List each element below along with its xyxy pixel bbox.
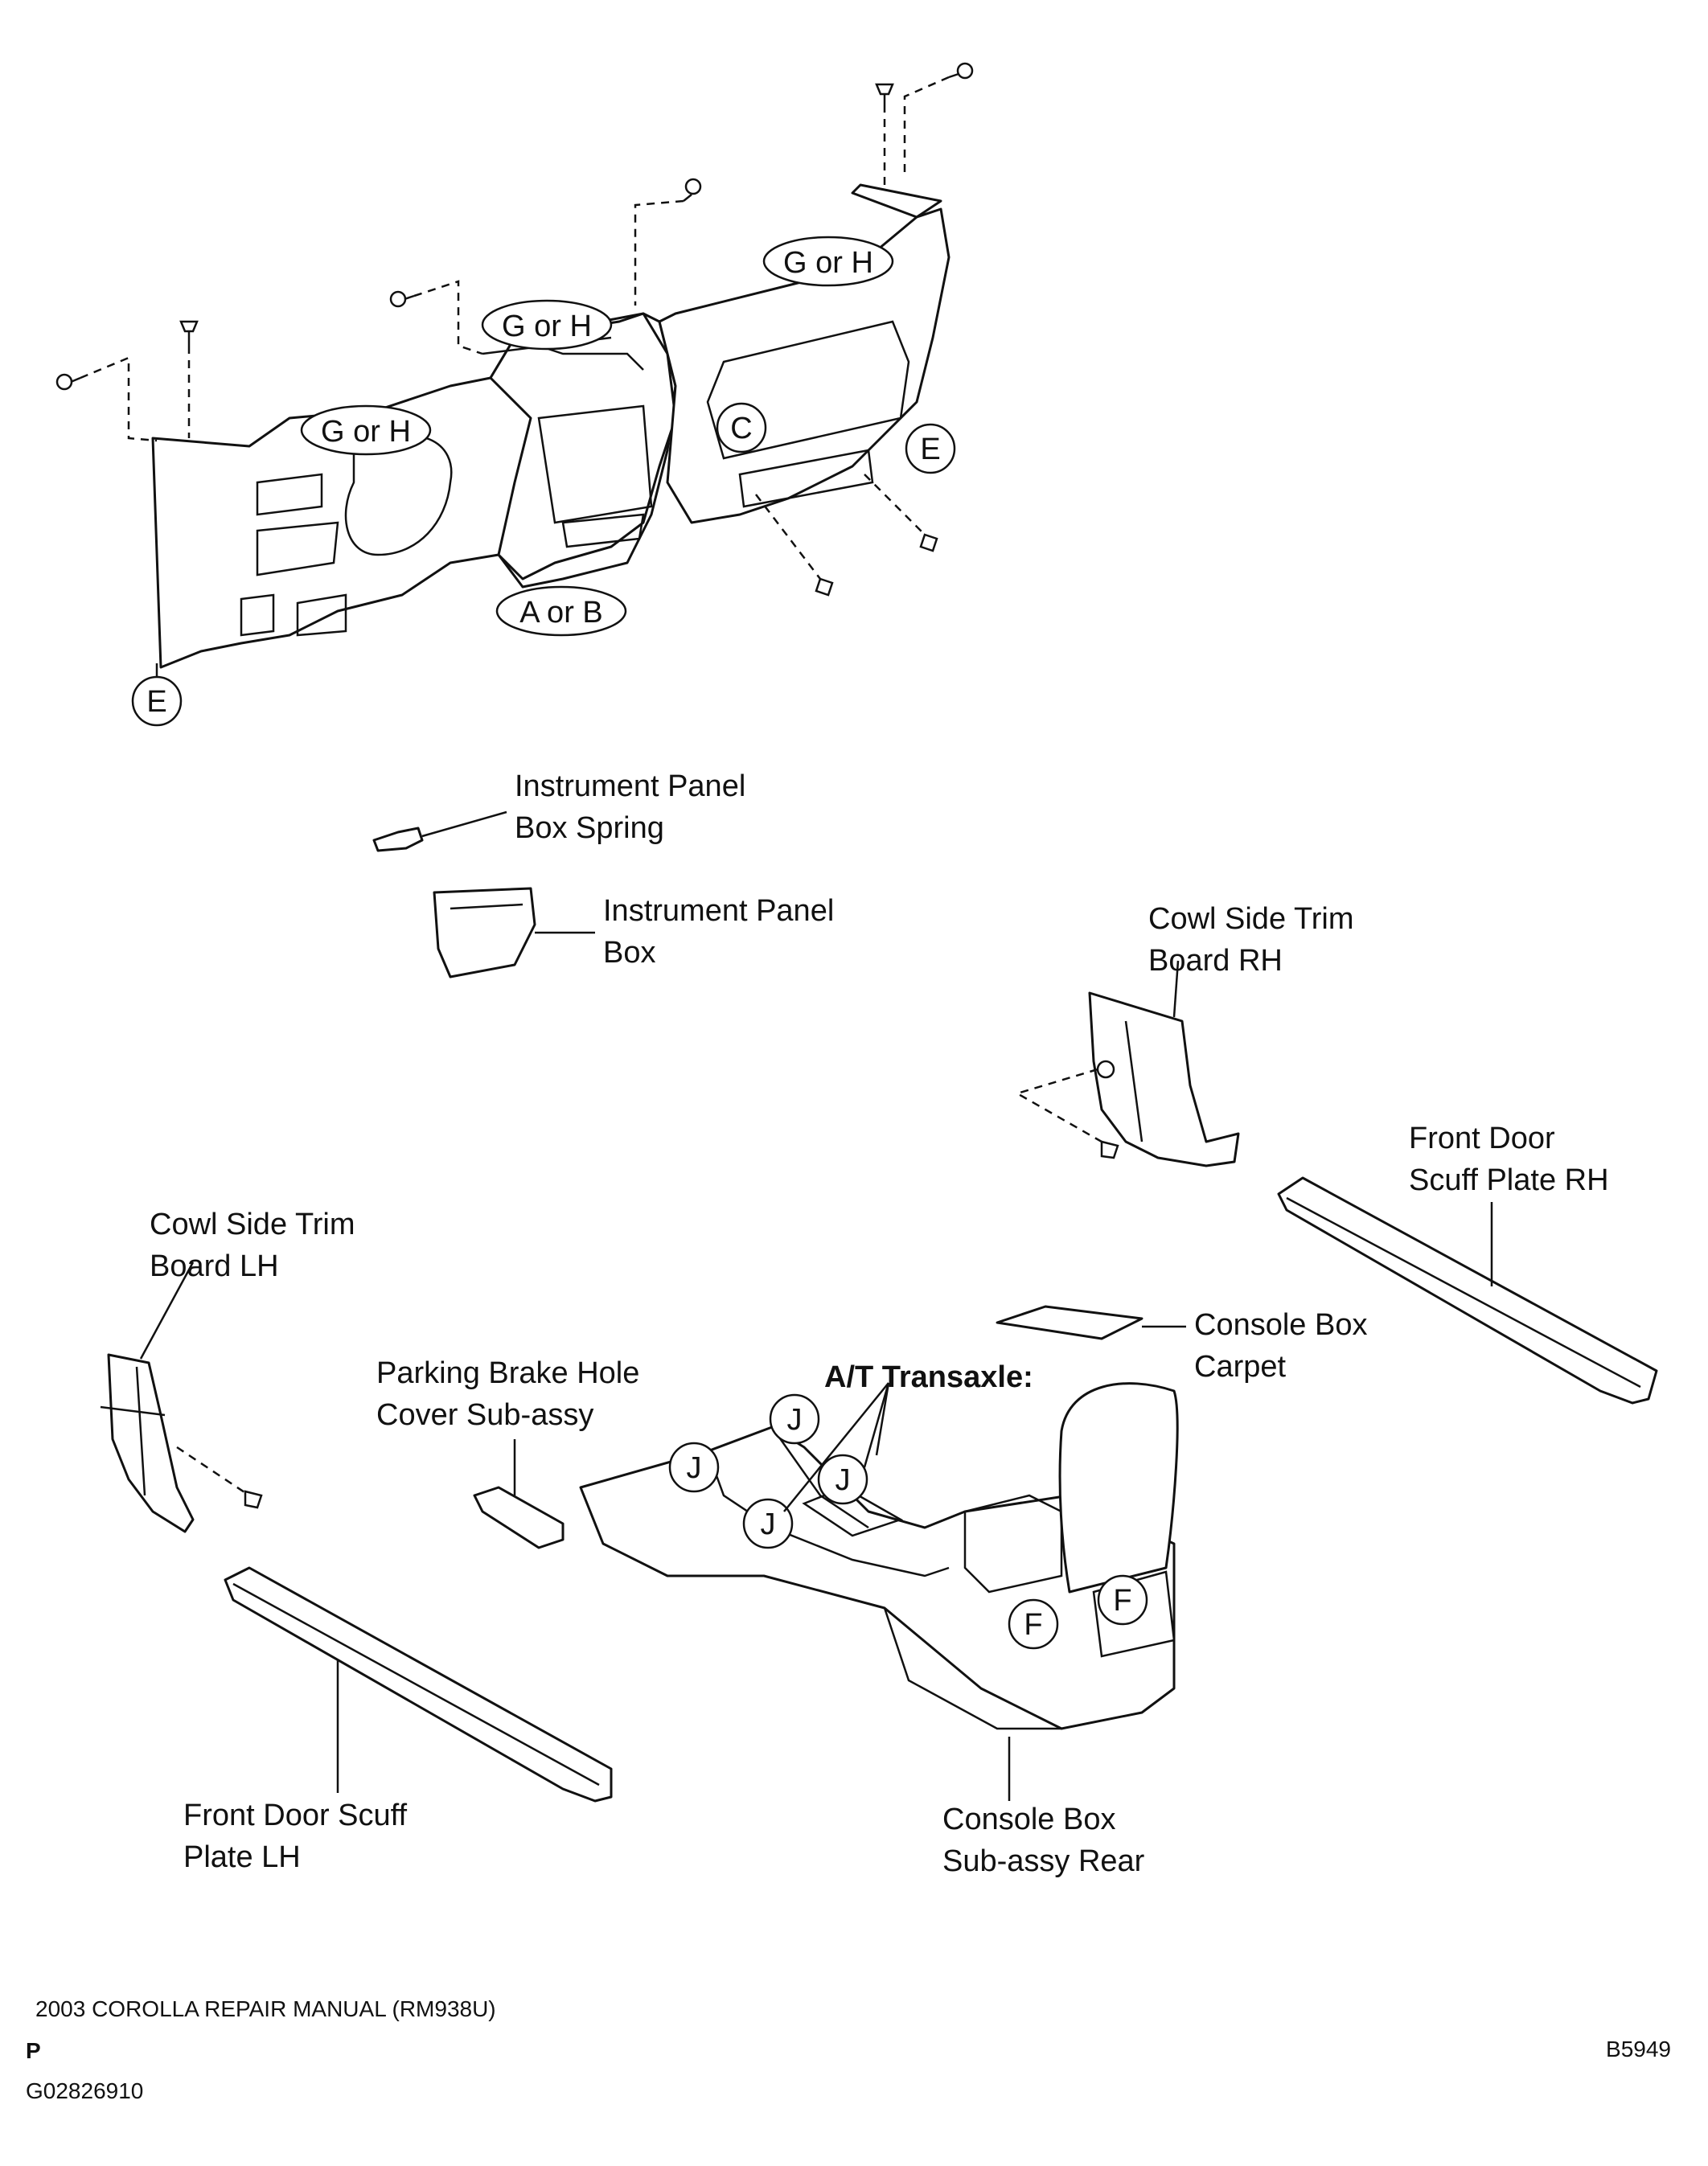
console-box-carpet <box>996 1305 1186 1340</box>
label-ip-box: Instrument Panel Box <box>603 894 834 970</box>
callout-j-2: J <box>668 1442 720 1493</box>
svg-text:E: E <box>920 433 940 466</box>
svg-text:G or H: G or H <box>502 310 592 343</box>
footer-manual-title: 2003 COROLLA REPAIR MANUAL (RM938U) <box>35 1996 496 2021</box>
svg-text:J: J <box>787 1403 803 1437</box>
svg-text:Cowl Side Trim: Cowl Side Trim <box>150 1208 355 1241</box>
footer-code: G02826910 <box>26 2078 143 2103</box>
label-door-scuff-lh: Front Door Scuff Plate LH <box>183 1799 408 1874</box>
cowl-side-trim-board-rh <box>1014 960 1240 1167</box>
svg-text:Scuff Plate RH: Scuff Plate RH <box>1409 1163 1609 1197</box>
callout-e-left: E <box>131 663 183 727</box>
svg-text:Box: Box <box>603 936 655 970</box>
svg-text:F: F <box>1024 1608 1042 1642</box>
svg-text:Cowl Side Trim: Cowl Side Trim <box>1148 902 1354 936</box>
label-console-rear: Console Box Sub-assy Rear <box>942 1803 1145 1878</box>
instrument-panel-box-spring <box>372 810 507 852</box>
callout-f-1: F <box>1008 1598 1059 1650</box>
callout-a-or-b: A or B <box>495 585 627 637</box>
svg-text:Instrument Panel: Instrument Panel <box>603 894 834 928</box>
svg-text:Front Door: Front Door <box>1409 1122 1555 1155</box>
label-parking-brake: Parking Brake Hole Cover Sub-assy <box>376 1356 639 1432</box>
label-at-transaxle: A/T Transaxle: <box>824 1360 1033 1394</box>
callout-j-3: J <box>817 1454 868 1505</box>
svg-text:J: J <box>836 1463 851 1497</box>
svg-text:J: J <box>761 1508 776 1541</box>
svg-text:F: F <box>1113 1584 1131 1618</box>
front-door-scuff-plate-lh <box>224 1566 613 1803</box>
callout-j-4: J <box>742 1498 794 1549</box>
svg-text:Instrument Panel: Instrument Panel <box>515 769 745 803</box>
svg-text:Console Box: Console Box <box>942 1803 1115 1836</box>
svg-text:Carpet: Carpet <box>1194 1350 1286 1384</box>
label-console-carpet: Console Box Carpet <box>1194 1308 1367 1384</box>
svg-text:A or B: A or B <box>519 596 603 630</box>
cowl-side-trim-board-lh <box>100 1261 263 1533</box>
front-door-scuff-plate-rh <box>1277 1176 1658 1405</box>
svg-text:C: C <box>730 412 752 445</box>
svg-text:Parking Brake Hole: Parking Brake Hole <box>376 1356 639 1390</box>
label-cowl-lh: Cowl Side Trim Board LH <box>150 1208 355 1283</box>
label-cowl-rh: Cowl Side Trim Board RH <box>1148 902 1354 978</box>
svg-text:Front Door Scuff: Front Door Scuff <box>183 1799 408 1832</box>
svg-text:Box Spring: Box Spring <box>515 811 664 845</box>
svg-text:G or H: G or H <box>783 246 873 280</box>
svg-text:Sub-assy Rear: Sub-assy Rear <box>942 1844 1145 1878</box>
svg-text:G or H: G or H <box>321 415 411 449</box>
svg-text:Board LH: Board LH <box>150 1249 279 1283</box>
svg-text:J: J <box>687 1451 702 1485</box>
svg-text:E: E <box>146 685 166 719</box>
callout-g-or-h-right: G or H <box>762 236 894 287</box>
callout-g-or-h-left: G or H <box>300 404 432 456</box>
callout-g-or-h-center: G or H <box>481 299 613 351</box>
footer-p: P <box>26 2038 41 2063</box>
label-ip-box-spring: Instrument Panel Box Spring <box>515 769 745 845</box>
instrument-panel-box <box>433 887 595 978</box>
svg-text:A/T Transaxle:: A/T Transaxle: <box>824 1360 1033 1394</box>
callout-e-right: E <box>905 423 956 474</box>
svg-text:Plate LH: Plate LH <box>183 1840 301 1874</box>
callout-c: C <box>716 402 767 453</box>
label-door-scuff-rh: Front Door Scuff Plate RH <box>1409 1122 1609 1197</box>
footer-ref: B5949 <box>1606 2037 1671 2061</box>
svg-text:Cover Sub-assy: Cover Sub-assy <box>376 1398 593 1432</box>
callout-f-2: F <box>1097 1574 1148 1626</box>
console-box-sub-assy-rear <box>579 1382 1179 1801</box>
svg-text:Console Box: Console Box <box>1194 1308 1367 1342</box>
callout-j-1: J <box>769 1393 820 1445</box>
at-transaxle-leader-lines <box>783 1382 890 1512</box>
clips-and-screws <box>55 62 974 597</box>
parking-brake-hole-cover <box>473 1439 565 1549</box>
svg-text:Board RH: Board RH <box>1148 944 1283 978</box>
